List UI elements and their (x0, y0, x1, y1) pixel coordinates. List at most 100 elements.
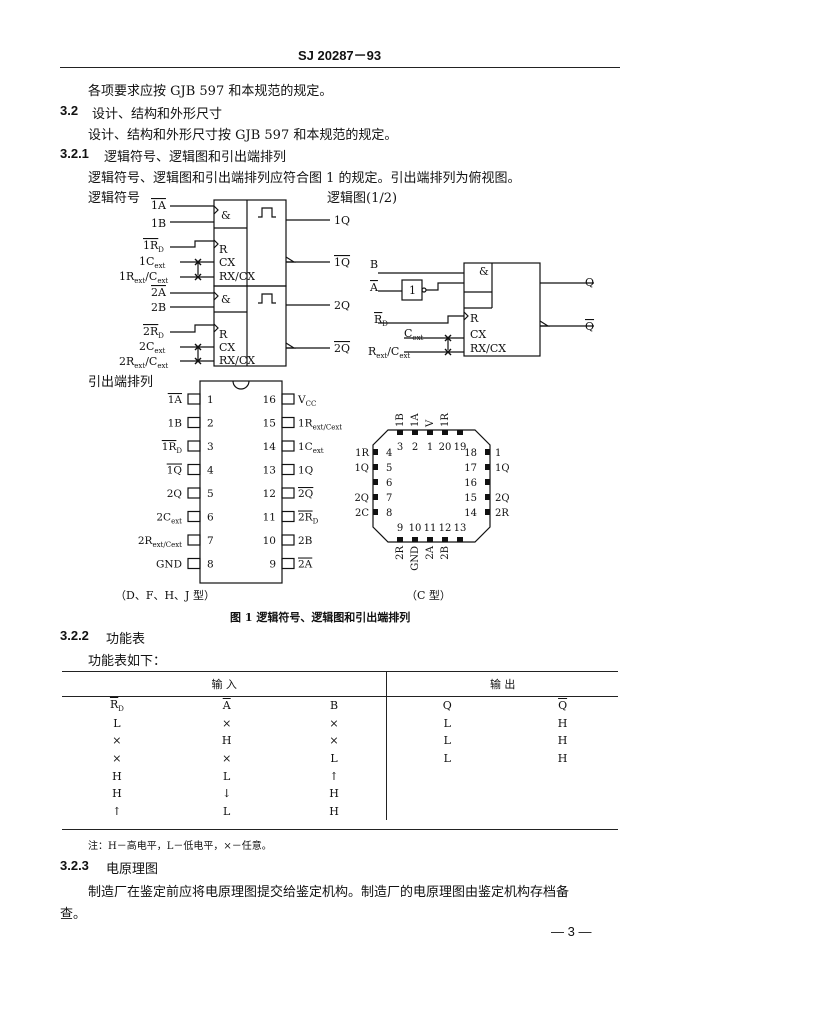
dip-pin-label: 2Rext/Cext (138, 535, 182, 549)
table-cell (386, 784, 508, 803)
lcc-top-label: 1R (440, 413, 451, 427)
table-cell: L (113, 716, 121, 730)
table-cell: ↑ (329, 769, 339, 783)
ld-gate-buf: 1 (409, 284, 416, 297)
dip-pin-number: 5 (207, 488, 214, 500)
lcc-pin-number: 19 (454, 442, 467, 453)
lcc-pin-number: 16 (464, 478, 477, 489)
lcc-pin-label: 2Q (354, 493, 369, 504)
lcc-pad (412, 537, 418, 542)
ls-2rd: 2RD (143, 325, 164, 340)
ld-cext: Cext (404, 327, 424, 342)
lcc-pad (485, 494, 490, 500)
ls-2cext: 2Cext (139, 340, 166, 355)
col-header-b: B (329, 699, 339, 713)
dip-pin (187, 487, 201, 499)
input-rxcx-1: RX/CX (219, 270, 255, 283)
dip-pin-label: 2Q (167, 488, 183, 500)
ld-input-rxcx: RX/CX (470, 342, 506, 355)
no-connect-mark (194, 273, 202, 281)
col-header-a: A (222, 699, 231, 713)
dip-pin (187, 463, 201, 476)
ld-q: Q (585, 276, 594, 289)
lcc-bottom-label: GND (410, 546, 421, 571)
lcc-pad (397, 537, 403, 542)
dip-pin-number: 9 (269, 559, 276, 571)
dip-pin-label: GND (156, 559, 182, 571)
ld-b: B (370, 258, 378, 271)
lcc-pin-label: 1Q (495, 463, 510, 474)
lcc-pad (397, 430, 403, 435)
table-cell: × (112, 734, 122, 748)
ld-gate-and: & (479, 265, 489, 278)
header-rule (60, 67, 620, 68)
input-rxcx-2: RX/CX (219, 354, 255, 367)
table-header-output: 输 出 (386, 672, 618, 697)
lcc-pin-number: 12 (439, 523, 452, 534)
ls-1rext: 1Rext/Cext (119, 270, 168, 285)
section-title: 电原理图 (106, 862, 159, 877)
table-cell: L (386, 732, 508, 750)
figure-1-drawing: & & R CX RX/CX R CX RX/CX 1A 1B 1RD 1Cex… (119, 199, 594, 584)
col-header-rd: RD (109, 698, 124, 714)
dip-pin-number: 14 (263, 441, 277, 453)
table-cell: × (222, 752, 232, 766)
table-cell: × (222, 716, 232, 730)
logic-diagram-block (463, 262, 541, 357)
section-number: 3.2.2 (60, 628, 89, 643)
dip-pin (187, 534, 201, 546)
dip-pin-label: VCC (297, 394, 316, 408)
lcc-pin-number: 1 (427, 442, 433, 453)
table-cell: L (386, 714, 508, 733)
ls-1cext: 1Cext (139, 255, 166, 270)
table-top-rule (62, 671, 618, 672)
lcc-bottom-label: 2A (425, 545, 436, 559)
table-cell (386, 767, 508, 785)
table-bottom-rule (62, 829, 618, 830)
no-connect-mark (444, 348, 452, 356)
col-header-qbar: Q (558, 699, 568, 713)
table-cell: H (329, 804, 339, 818)
no-connect-mark (444, 334, 452, 342)
table-cell: L (330, 752, 338, 766)
lcc-pad (485, 509, 490, 515)
lcc-pad (373, 479, 378, 485)
section-title: 逻辑符号、逻辑图和引出端排列 (104, 150, 287, 165)
ls-2a: 2A (151, 286, 167, 299)
dip-pin-number: 6 (207, 512, 214, 524)
section-title: 功能表 (106, 632, 146, 647)
table-row: H↓H (62, 784, 618, 803)
pinout-label: 引出端排列 (88, 375, 154, 390)
dip-pin-number: 2 (207, 418, 214, 430)
lcc-top-label: V (425, 419, 436, 428)
lcc-pin-number: 4 (386, 448, 392, 459)
lcc-pin-number: 15 (464, 493, 477, 504)
dip-pin-label: 1Rext/Cext (298, 418, 342, 432)
table-cell: ↑ (112, 804, 122, 818)
lcc-pin-number: 7 (386, 493, 392, 504)
lcc-pin-number: 14 (464, 508, 477, 519)
dip-pin-label: 1Q (298, 465, 314, 477)
input-r-2: R (219, 328, 228, 341)
ls-1a: 1A (151, 199, 167, 212)
section-text: 制造厂在鉴定前应将电原理图提交给鉴定机构。制造厂的电原理图由鉴定机构存档备 (88, 885, 570, 900)
dip-pin (187, 440, 201, 452)
dip-pin-number: 13 (263, 465, 276, 477)
logic-diagram-label: 逻辑图(1/2) (327, 191, 398, 206)
table-cell (386, 802, 508, 821)
ls-2b: 2B (151, 301, 166, 314)
lcc-pin-number: 18 (464, 448, 477, 459)
dip-pin (187, 510, 201, 523)
dip-pin-label: 2RD (298, 512, 319, 526)
lcc-pin-number: 9 (397, 523, 403, 534)
dip-pin (281, 534, 295, 546)
lcc-package (372, 429, 491, 543)
table-cell: L (386, 749, 508, 768)
section-number: 3.2.1 (60, 146, 89, 161)
section-number: 3.2.3 (60, 858, 89, 873)
lcc-pin-number: 2 (412, 442, 418, 453)
gate-and-1: & (221, 209, 231, 222)
